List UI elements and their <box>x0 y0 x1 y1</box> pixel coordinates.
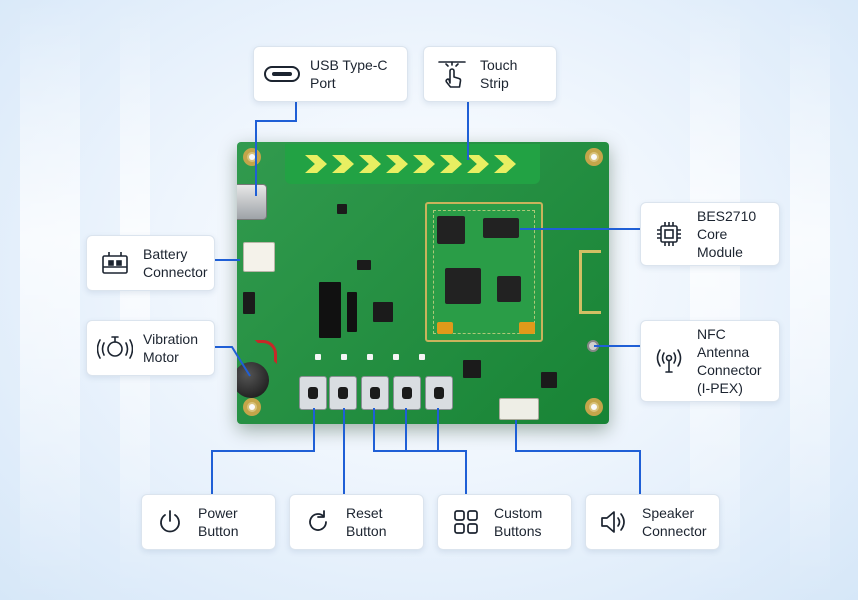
usb-c-icon <box>262 58 302 90</box>
module-chip <box>483 218 519 238</box>
mounting-hole <box>243 398 261 416</box>
callout-label: Battery Connector <box>143 246 208 280</box>
chevron-mark <box>413 155 435 173</box>
leader-vibration <box>215 346 251 377</box>
callout-touch-strip: Touch Strip <box>423 46 557 102</box>
vibration-motor-body <box>237 362 269 398</box>
touch-icon <box>432 58 472 90</box>
speaker-header <box>499 398 539 420</box>
callout-label: Power Button <box>198 505 239 539</box>
led <box>367 354 373 360</box>
smd-part <box>243 292 255 314</box>
leader-custom <box>373 408 467 494</box>
callout-nfc-connector: NFC Antenna Connector (I-PEX) <box>640 320 780 402</box>
pcb-board <box>237 142 609 424</box>
chevron-mark <box>386 155 408 173</box>
chevron-mark <box>359 155 381 173</box>
callout-usb-type-c: USB Type-C Port <box>253 46 408 102</box>
battery-connector-icon <box>95 247 135 279</box>
chevron-mark <box>305 155 327 173</box>
pcb-antenna-trace <box>579 250 601 314</box>
callout-speaker-connector: Speaker Connector <box>585 494 720 550</box>
module-pad <box>437 322 453 334</box>
callout-core-module: BES2710 Core Module <box>640 202 780 266</box>
pin-header <box>319 282 341 338</box>
module-shield-outline <box>433 210 535 334</box>
core-module-board <box>425 202 543 342</box>
callout-battery-connector: Battery Connector <box>86 235 215 291</box>
bg-light-streak <box>790 0 830 600</box>
smd-part <box>337 204 347 214</box>
tact-switch <box>425 376 453 410</box>
touch-strip-pad <box>285 144 540 184</box>
smd-part <box>541 372 557 388</box>
chevron-mark <box>332 155 354 173</box>
callout-power-button: Power Button <box>141 494 276 550</box>
chevron-mark <box>440 155 462 173</box>
smd-part <box>463 360 481 378</box>
motor-wire <box>255 340 277 364</box>
nfc-antenna-icon <box>649 345 689 377</box>
reset-icon <box>298 506 338 538</box>
module-chip <box>437 216 465 244</box>
chevron-mark <box>467 155 489 173</box>
module-pad <box>519 322 535 334</box>
mounting-hole <box>585 148 603 166</box>
callout-label: Reset Button <box>346 505 387 539</box>
module-chip <box>445 268 481 304</box>
pin-header <box>347 292 357 332</box>
callout-label: NFC Antenna Connector (I-PEX) <box>697 326 762 396</box>
led <box>341 354 347 360</box>
leader-usb <box>255 102 297 196</box>
vibration-icon <box>95 332 135 364</box>
led <box>419 354 425 360</box>
led <box>315 354 321 360</box>
callout-reset-button: Reset Button <box>289 494 424 550</box>
mounting-hole <box>585 398 603 416</box>
chevron-mark <box>494 155 516 173</box>
leader-speaker <box>515 420 641 494</box>
smd-part <box>357 260 371 270</box>
callout-label: Vibration Motor <box>143 331 199 365</box>
callout-label: BES2710 Core Module <box>697 208 757 260</box>
callout-label: Custom Buttons <box>494 505 543 539</box>
callout-label: Touch Strip <box>480 57 518 91</box>
callout-label: USB Type-C Port <box>310 57 388 91</box>
tact-switch <box>361 376 389 410</box>
module-chip <box>497 276 521 302</box>
callout-label: Speaker Connector <box>642 505 707 539</box>
battery-header <box>243 242 275 272</box>
smd-part <box>373 302 393 322</box>
callout-custom-buttons: Custom Buttons <box>437 494 572 550</box>
speaker-icon <box>594 506 634 538</box>
usb-c-receptacle <box>237 184 267 220</box>
grid-icon <box>446 506 486 538</box>
callout-vibration-motor: Vibration Motor <box>86 320 215 376</box>
chip-icon <box>649 218 689 250</box>
power-icon <box>150 506 190 538</box>
bg-light-streak <box>20 0 80 600</box>
leader-power <box>211 408 315 494</box>
led <box>393 354 399 360</box>
